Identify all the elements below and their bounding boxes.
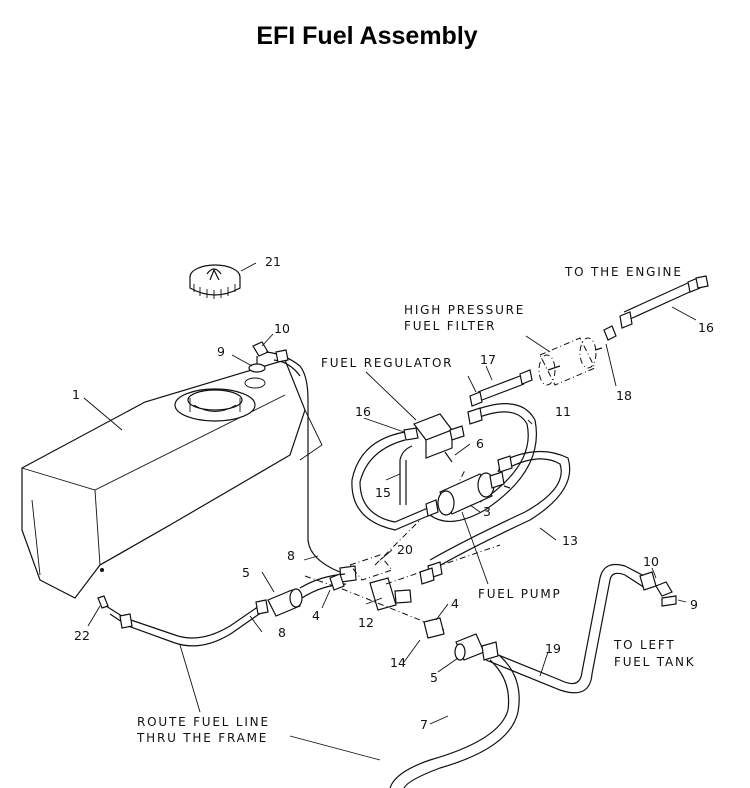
frame-hose <box>389 659 510 788</box>
route-label-line1: ROUTE FUEL LINE <box>137 715 270 729</box>
fuel-pump <box>437 461 511 516</box>
fuel-cap <box>189 264 241 299</box>
callout-18: 18 <box>616 388 632 403</box>
centerline-c <box>374 519 421 566</box>
filter-nut <box>603 325 617 341</box>
inline-filter-right <box>423 617 499 661</box>
callout-13: 13 <box>562 533 578 548</box>
supply-hose <box>105 603 263 639</box>
callout-4-left: 4 <box>312 608 320 623</box>
cross-fitting <box>339 565 412 611</box>
pump-feed-hose <box>299 573 346 589</box>
route-label-line2: THRU THE FRAME <box>136 731 268 745</box>
callout-5-right: 5 <box>430 670 438 685</box>
return-line <box>399 460 407 505</box>
callout-16-right: 16 <box>698 320 714 335</box>
centerline-b <box>385 544 501 585</box>
callout-1: 1 <box>72 387 80 402</box>
callout-3: 3 <box>483 504 491 519</box>
callout-10-upper: 10 <box>274 321 290 336</box>
to-left-tank-label-line2: FUEL TANK <box>614 655 695 669</box>
return-loop-hose <box>429 403 537 522</box>
callout-12: 12 <box>358 615 374 630</box>
fuel-regulator-label: FUEL REGULATOR <box>321 356 453 370</box>
filter-inlet-hose <box>477 375 525 401</box>
callout-15: 15 <box>375 485 391 500</box>
hp-filter-label-line2: FUEL FILTER <box>404 319 496 333</box>
callout-17: 17 <box>480 352 496 367</box>
high-pressure-filter <box>538 337 603 386</box>
engine-hose <box>623 281 695 321</box>
callout-21: 21 <box>265 254 281 269</box>
crossover-hose <box>485 563 649 685</box>
pump-outlet-hose <box>431 450 571 571</box>
callout-4-right: 4 <box>451 596 459 611</box>
regulator-loop-hose <box>351 431 431 531</box>
to-engine-label: TO THE ENGINE <box>564 265 683 279</box>
callout-20: 20 <box>397 542 413 557</box>
vent-fitting <box>248 341 269 373</box>
callout-9-upper: 9 <box>217 344 225 359</box>
hp-filter-label-line1: HIGH PRESSURE <box>404 303 525 317</box>
fuel-pump-label: FUEL PUMP <box>478 587 562 601</box>
callout-8-lower: 8 <box>278 625 286 640</box>
callout-7: 7 <box>420 717 428 732</box>
callout-6: 6 <box>476 436 484 451</box>
callout-22: 22 <box>74 628 90 643</box>
callout-8-upper: 8 <box>287 548 295 563</box>
callout-16-left: 16 <box>355 404 371 419</box>
callout-5-left: 5 <box>242 565 250 580</box>
callout-9-lower: 9 <box>690 597 698 612</box>
callout-11: 11 <box>555 404 571 419</box>
fuel-tank <box>21 359 323 599</box>
callout-14: 14 <box>390 655 406 670</box>
callout-19: 19 <box>545 641 561 656</box>
to-left-tank-label-line1: TO LEFT <box>613 638 675 652</box>
tank-fitting <box>97 595 109 609</box>
centerline-a <box>304 575 446 631</box>
callout-10-lower: 10 <box>643 554 659 569</box>
fuel-regulator <box>403 413 465 463</box>
page-title: EFI Fuel Assembly <box>256 22 478 50</box>
inline-filter-left <box>255 588 303 617</box>
